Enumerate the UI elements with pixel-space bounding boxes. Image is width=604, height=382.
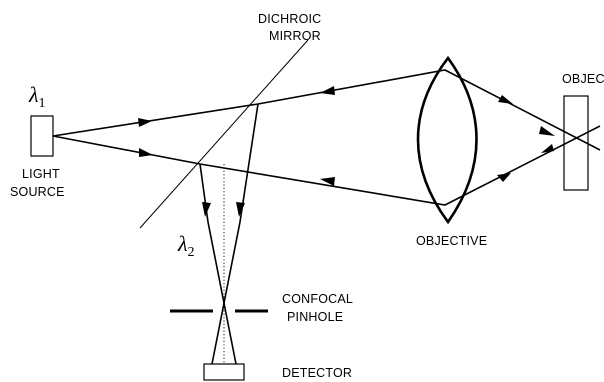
arrow-detection-left bbox=[202, 202, 211, 217]
arrow-object-out bbox=[541, 144, 554, 153]
arrow-object-in bbox=[539, 126, 555, 136]
confocal-pinhole-label-line2: PINHOLE bbox=[287, 310, 343, 324]
arrow-upper-forward bbox=[138, 118, 152, 127]
upper-ray bbox=[52, 69, 601, 151]
light-source-label-line1: LIGHT bbox=[22, 167, 60, 181]
light-source-label-line2: SOURCE bbox=[10, 185, 65, 199]
arrow-upper-to-object bbox=[498, 95, 513, 104]
confocal-pinhole-label-line1: CONFOCAL bbox=[282, 292, 353, 306]
lower-ray bbox=[52, 125, 601, 206]
arrow-lower-from-object bbox=[497, 173, 511, 182]
dichroic-mirror bbox=[139, 39, 309, 229]
arrow-detection-right bbox=[236, 202, 245, 217]
arrow-upper-back bbox=[320, 86, 335, 95]
object-label: OBJECT bbox=[562, 72, 604, 86]
objective-lens bbox=[416, 55, 478, 225]
lambda2-label: λ2 bbox=[177, 231, 195, 260]
lambda1-label: λ1 bbox=[28, 82, 46, 111]
detector-box bbox=[203, 363, 245, 381]
dichroic-label-line2: MIRROR bbox=[269, 29, 321, 43]
arrow-lower-forward bbox=[139, 148, 153, 157]
arrow-lower-back bbox=[320, 177, 335, 186]
dichroic-label-line1: DICHROIC bbox=[258, 12, 321, 26]
detection-ray-right bbox=[211, 103, 259, 365]
detector-label: DETECTOR bbox=[282, 366, 352, 380]
light-source-box bbox=[30, 115, 54, 157]
detection-ray-left bbox=[199, 163, 237, 365]
objective-label: OBJECTIVE bbox=[416, 234, 487, 248]
